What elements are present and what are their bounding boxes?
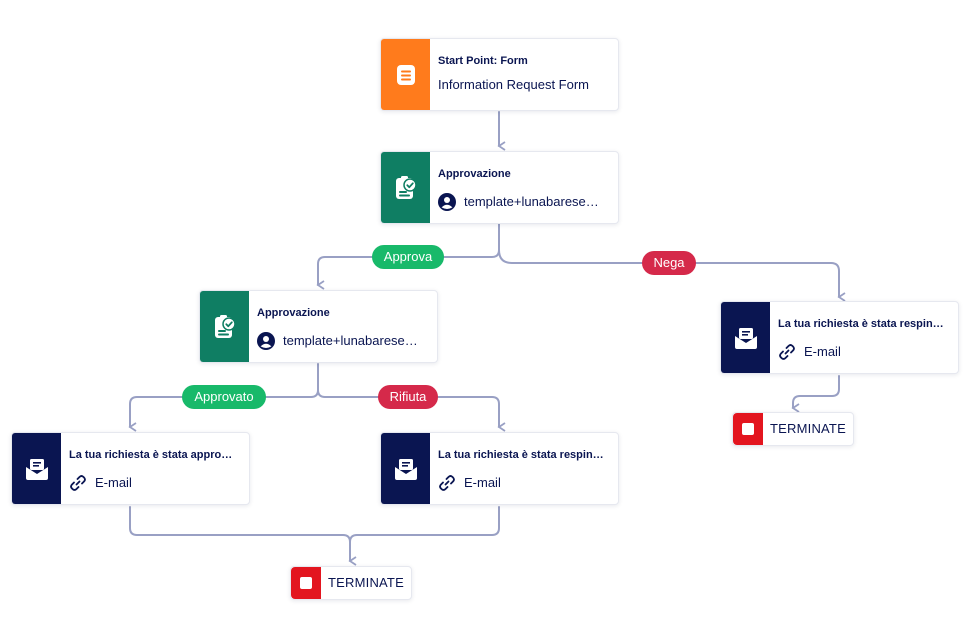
stop-icon — [291, 567, 321, 599]
link-icon — [439, 475, 455, 491]
link-icon — [779, 344, 795, 360]
node-title: Start Point: Form — [438, 55, 528, 67]
action-type: E-mail — [804, 344, 841, 359]
terminate-node-bottom[interactable]: TERMINATE — [290, 566, 412, 600]
branch-label-approvato[interactable]: Approvato — [182, 385, 266, 409]
edge-email-terminate-right — [791, 375, 840, 413]
user-avatar-icon — [257, 332, 275, 350]
approver-email: template+lunabarese… — [464, 194, 599, 209]
email-envelope-icon — [721, 302, 770, 373]
terminate-label: TERMINATE — [770, 421, 846, 436]
branch-label-rifiuta[interactable]: Rifiuta — [378, 385, 438, 409]
approver-email: template+lunabarese… — [283, 333, 418, 348]
email-node-rejected-right[interactable]: La tua richiesta è stata respin… E-mail — [720, 301, 959, 374]
node-title: La tua richiesta è stata appro… — [69, 449, 233, 461]
form-name: Information Request Form — [438, 77, 590, 92]
start-form-node[interactable]: Start Point: Form Information Request Fo… — [380, 38, 619, 111]
edge-approved-merge — [129, 506, 357, 566]
branch-label-nega[interactable]: Nega — [642, 251, 696, 275]
node-title: La tua richiesta è stata respin… — [438, 449, 604, 461]
edge-reject-branch — [317, 389, 506, 432]
email-envelope-icon — [12, 433, 61, 504]
terminate-node-right[interactable]: TERMINATE — [732, 412, 854, 446]
email-node-rejected-mid[interactable]: La tua richiesta è stata respin… E-mail — [380, 432, 619, 505]
approval-clipboard-icon — [200, 291, 249, 362]
branch-label-approva[interactable]: Approva — [372, 245, 444, 269]
node-title: Approvazione — [257, 307, 330, 319]
approval-node-2[interactable]: Approvazione template+lunabarese… — [199, 290, 438, 363]
node-title: La tua richiesta è stata respin… — [778, 318, 944, 330]
form-document-icon — [381, 39, 430, 110]
edge-deny-branch — [498, 249, 846, 302]
node-title: Approvazione — [438, 168, 511, 180]
email-envelope-icon — [381, 433, 430, 504]
action-type: E-mail — [95, 475, 132, 490]
email-node-approved[interactable]: La tua richiesta è stata appro… E-mail — [11, 432, 250, 505]
terminate-label: TERMINATE — [328, 575, 404, 590]
stop-icon — [733, 413, 763, 445]
approval-clipboard-icon — [381, 152, 430, 223]
action-type: E-mail — [464, 475, 501, 490]
link-icon — [70, 475, 86, 491]
edge-rejected-merge — [349, 506, 500, 543]
user-avatar-icon — [438, 193, 456, 211]
approval-node-1[interactable]: Approvazione template+lunabarese… — [380, 151, 619, 224]
